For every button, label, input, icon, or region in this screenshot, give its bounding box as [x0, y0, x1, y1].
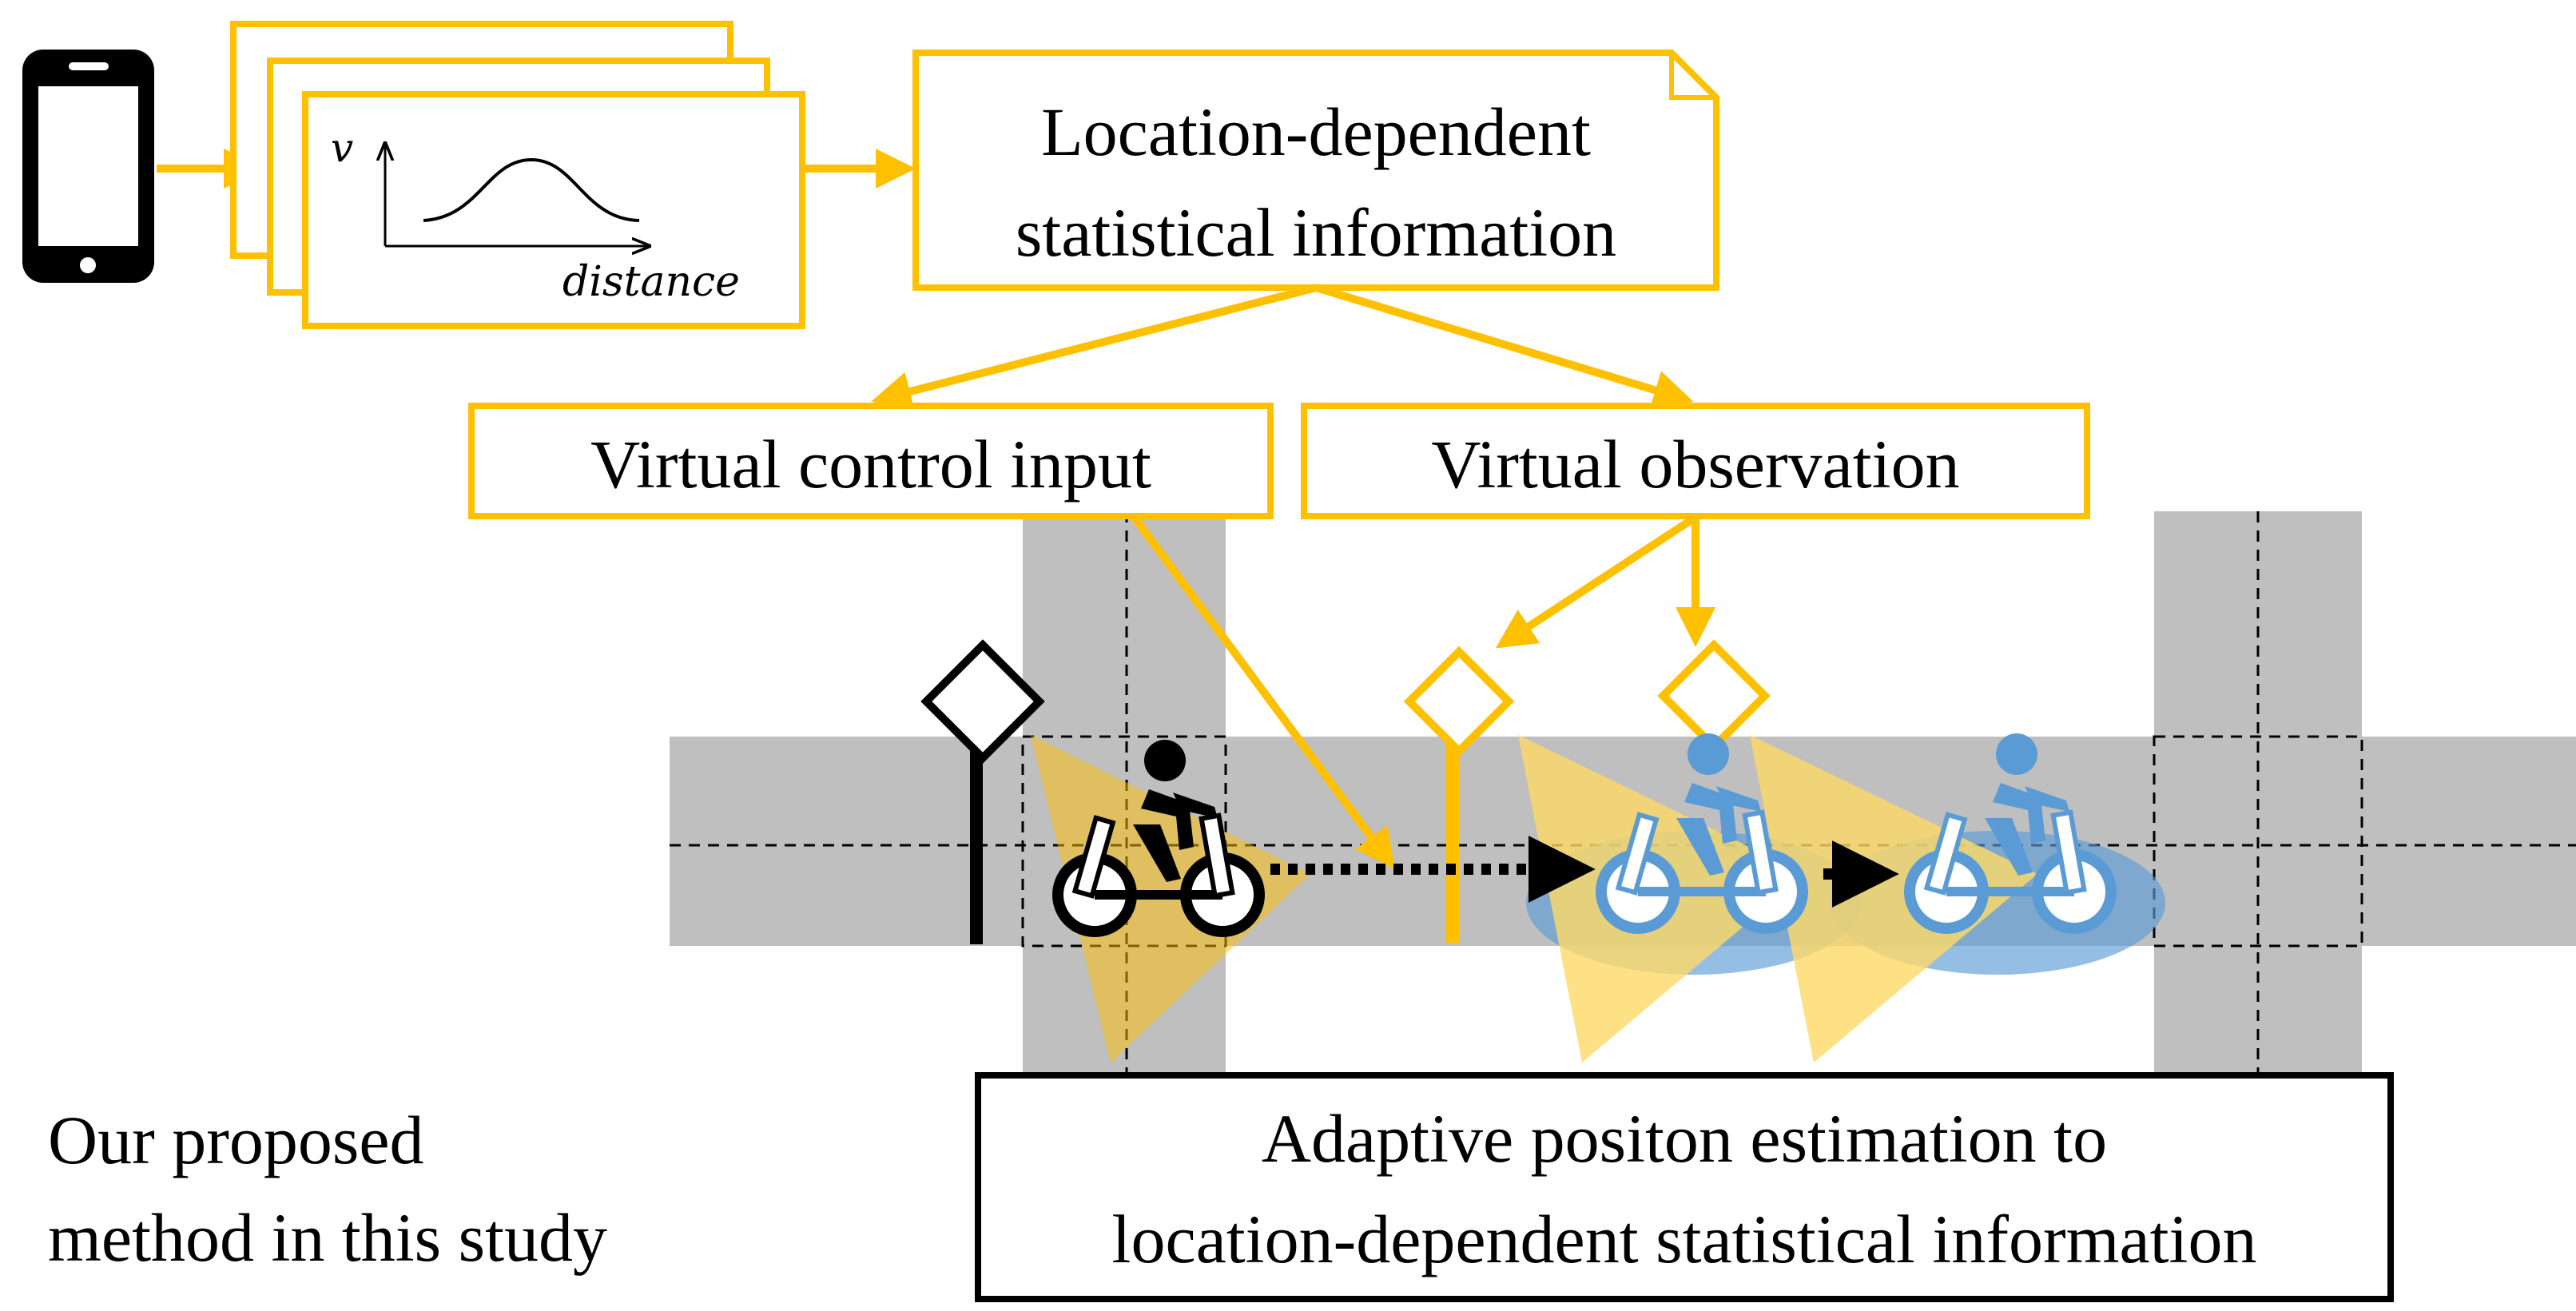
- beacon-sign-virtual: [1403, 639, 1771, 943]
- road-vertical-right: [2154, 511, 2362, 1079]
- speed-profile-cards: [230, 21, 805, 329]
- virtual-observation-box: Virtual observation: [1301, 403, 2090, 519]
- result-box-line2: location-dependent statistical informati…: [1112, 1201, 2257, 1277]
- arrow-info-to-control: [871, 284, 1318, 411]
- caption-line2: method in this study: [48, 1199, 607, 1276]
- adaptive-estimation-box: Adaptive positon estimation to location-…: [975, 1072, 2394, 1302]
- smartphone-icon: [22, 50, 154, 283]
- arrow-info-to-observation: [1314, 284, 1694, 410]
- control-box-label: Virtual control input: [590, 426, 1151, 503]
- result-box-line1: Adaptive positon estimation to: [1262, 1100, 2107, 1177]
- speed-profile-plot: v distance: [331, 125, 740, 306]
- beacon-sign-actual: [920, 639, 1045, 944]
- plot-y-label: v: [331, 125, 353, 171]
- plot-x-label: distance: [563, 258, 740, 306]
- arrow-control-to-motion: [1131, 515, 1395, 870]
- info-box-line1: Location-dependent: [1041, 93, 1591, 170]
- speed-curve: [423, 157, 640, 222]
- statistical-info-box: Location-dependent statistical informati…: [912, 50, 1719, 291]
- info-box-line2: statistical information: [1016, 194, 1616, 271]
- method-caption: Our proposed method in this study: [48, 1102, 607, 1276]
- arrow-observation-to-beacon-left: [1495, 515, 1695, 649]
- caption-line1: Our proposed: [48, 1102, 424, 1178]
- virtual-control-input-box: Virtual control input: [468, 403, 1274, 519]
- observation-box-label: Virtual observation: [1431, 426, 1959, 503]
